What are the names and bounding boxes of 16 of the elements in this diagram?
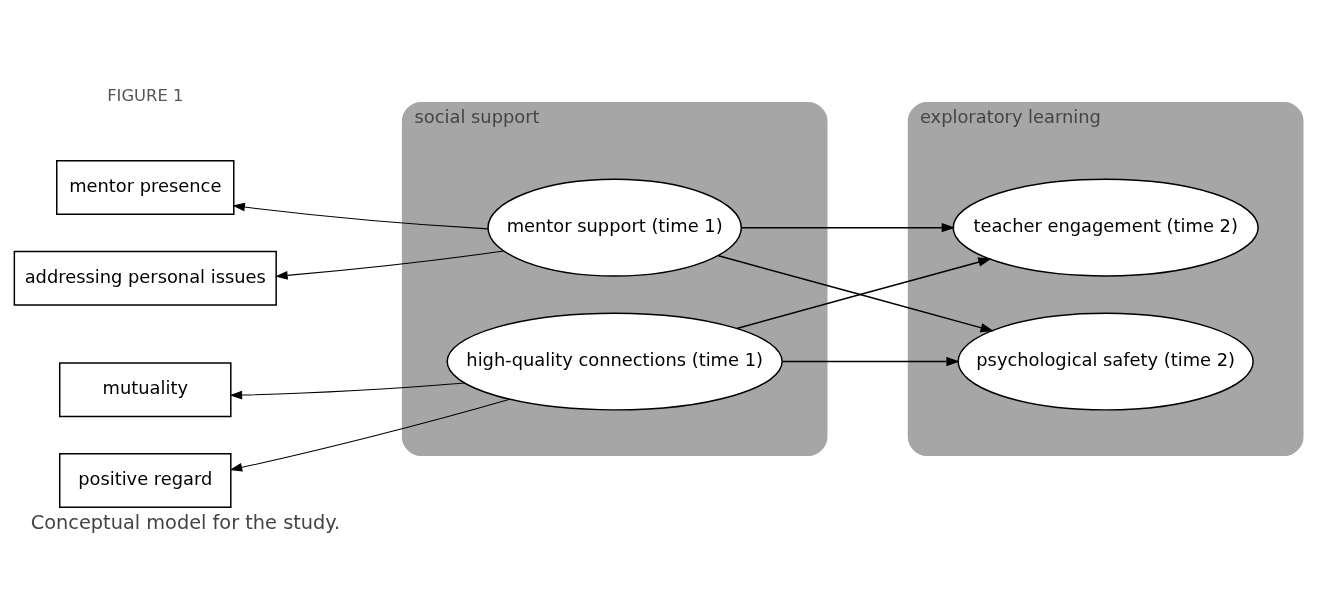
arrow — [741, 222, 956, 233]
node-ellipse: high-quality connections (time 1) — [446, 312, 783, 411]
arrow — [229, 398, 511, 472]
node-box: mutuality — [58, 362, 232, 418]
arrow — [229, 382, 466, 400]
arrow — [275, 250, 505, 280]
node-box: mentor presence — [56, 159, 235, 215]
node-ellipse: teacher engagement (time 2) — [952, 178, 1259, 277]
caption: Conceptual model for the study. — [30, 510, 341, 534]
node-box: positive regard — [58, 453, 232, 509]
arrow — [782, 356, 960, 367]
node-box: addressing personal issues — [13, 250, 277, 306]
node-ellipse: psychological safety (time 2) — [957, 312, 1254, 411]
arrow — [232, 202, 489, 230]
node-ellipse: mentor support (time 1) — [487, 178, 743, 277]
label: FIGURE 1 — [107, 85, 184, 105]
